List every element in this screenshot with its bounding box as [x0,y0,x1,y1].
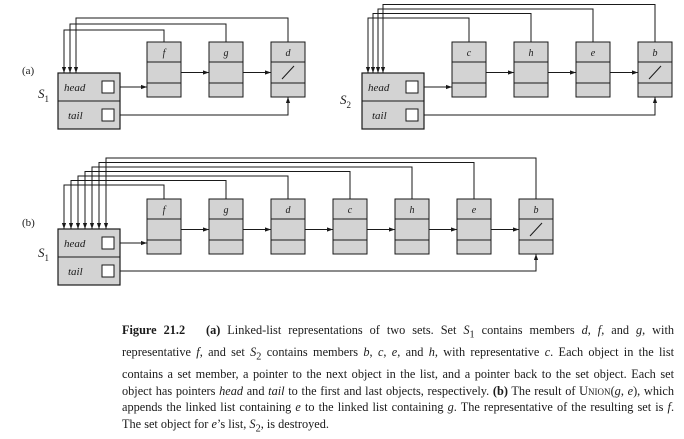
caption-text: , with representative [122,323,675,360]
member-label: e [472,205,477,216]
tail-pointer-box [405,108,419,122]
back-pointer [67,23,227,73]
caption-text: . Each object in the list contains a set… [122,345,675,398]
back-pointer [375,8,594,73]
caption-tail-word: tail [268,383,285,398]
caption-text: contains members [261,345,364,360]
caption-text: contains members [474,323,582,337]
head-pointer-box [405,80,419,94]
back-pointer [96,162,475,229]
member-label: g [224,48,229,59]
member-label: d [286,205,292,216]
figure-label: Figure 21.2 [122,323,186,337]
member-label: e [591,48,596,59]
list-object [208,198,244,255]
caption-text: to the first and last objects, respectiv… [284,383,493,398]
caption-text: ’s list, [216,416,250,431]
set-name-label: S1 [38,245,49,263]
member-label: h [410,205,415,216]
back-pointer [370,13,532,73]
list-object [270,198,306,255]
tail-pointer [108,254,539,272]
caption-part-b-label: (b) [492,383,508,398]
caption-head-word: head [219,383,244,398]
list-object [332,198,368,255]
caption-text: , with representative [434,345,545,360]
list-object [208,41,244,98]
part-b-label: (b) [22,217,35,229]
tail-field-label: tail [68,266,83,278]
tail-field-label: tail [68,110,83,122]
caption-text: to the linked list containing [300,400,448,415]
member-label: f [163,205,167,216]
back-pointer [380,4,656,73]
back-pointer [73,17,289,73]
member-label: c [348,205,353,216]
set-name-label: S2 [340,92,351,110]
back-pointer [365,17,470,73]
tail-pointer-box [101,264,115,278]
tail-pointer [412,97,658,116]
nil-slash [529,222,543,237]
back-pointer [68,180,227,229]
pointer-lines [61,4,658,272]
member-label: h [529,48,534,59]
caption-part-a-label: (a) [205,323,221,337]
list-object [637,41,673,98]
member-label: b [534,205,539,216]
member-label: d [286,48,292,59]
head-pointer-box [101,80,115,94]
caption-text: Linked-list representations of two sets.… [227,323,464,337]
nil-slash [648,65,662,80]
list-object [146,41,182,98]
head-field-label: head [64,82,86,94]
caption-text: . The set object for [122,400,675,431]
member-label: f [163,48,167,59]
back-pointer [103,157,537,229]
nil-slash [281,65,295,80]
caption-text: , and set [199,345,251,360]
head-field-label: head [64,238,86,250]
set-name-label: S1 [38,86,49,104]
list-objects [57,41,673,286]
list-object [394,198,430,255]
list-object [456,198,492,255]
list-object [146,198,182,255]
caption-text: , which appends the linked list containi… [122,383,674,415]
back-pointer [61,29,165,73]
back-pointer [61,184,165,229]
back-pointer [75,175,289,229]
list-object [518,198,554,255]
head-pointer-box [101,236,115,250]
caption-text: , and [601,323,636,337]
caption-text: The result of [507,383,580,398]
list-object [451,41,487,98]
member-label: g [224,205,229,216]
member-label: c [467,48,472,59]
list-object [575,41,611,98]
part-a-label: (a) [22,65,35,77]
figure-caption: Figure 21.2 (a) Linked-list representati… [122,323,675,435]
caption-text: and [243,383,269,398]
back-pointer [82,171,351,229]
tail-pointer-box [101,108,115,122]
back-pointer [89,166,413,229]
caption-text: , and [397,345,429,360]
head-field-label: head [368,82,390,94]
tail-pointer [108,97,291,116]
list-object [513,41,549,98]
caption-text: . The representative of the resulting se… [453,400,668,415]
list-object [270,41,306,98]
caption-union-op: Union [579,383,611,398]
caption-text: , is destroyed. [260,416,329,431]
member-label: b [653,48,658,59]
tail-field-label: tail [372,110,387,122]
